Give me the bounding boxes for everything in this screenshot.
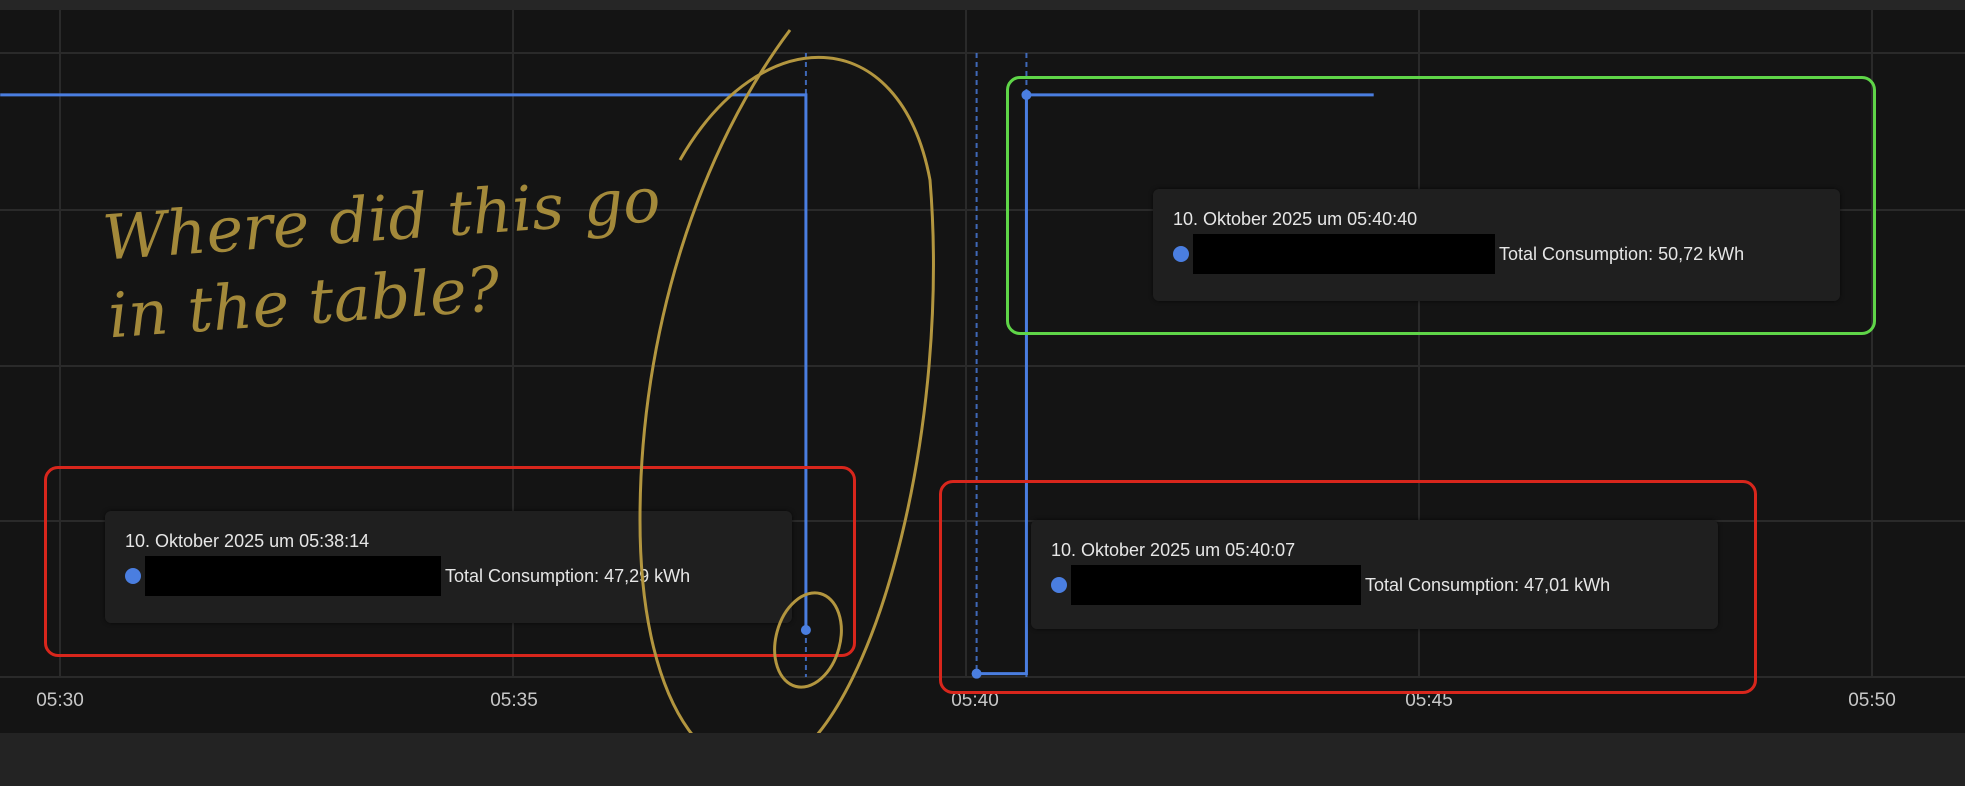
x-tick-label: 05:45 xyxy=(1405,690,1453,711)
top-bar xyxy=(0,0,1965,10)
tooltip-timestamp: 10. Oktober 2025 um 05:40:07 xyxy=(1051,540,1296,560)
tooltip-timestamp: 10. Oktober 2025 um 05:40:40 xyxy=(1173,209,1418,229)
redacted-series-name xyxy=(1071,565,1361,605)
x-tick-label: 05:50 xyxy=(1848,690,1896,711)
series-dot-icon xyxy=(125,568,141,584)
data-point xyxy=(971,668,982,679)
tooltip-value: Total Consumption: 47,01 kWh xyxy=(1365,574,1611,595)
red-highlight-box xyxy=(44,466,856,657)
chart-tooltip: 10. Oktober 2025 um 05:40:07 Total Consu… xyxy=(1031,520,1718,629)
data-point xyxy=(1021,89,1032,100)
x-tick-label: 05:40 xyxy=(951,690,999,711)
tooltip-timestamp: 10. Oktober 2025 um 05:38:14 xyxy=(125,531,370,551)
redacted-series-name xyxy=(145,556,441,596)
tooltip-value: Total Consumption: 50,72 kWh xyxy=(1499,243,1745,264)
x-tick-label: 05:30 xyxy=(36,690,84,711)
tooltip-value: Total Consumption: 47,29 kWh xyxy=(445,565,691,586)
redacted-series-name xyxy=(1193,234,1495,274)
green-highlight-box xyxy=(1006,76,1876,335)
x-tick-label: 05:35 xyxy=(490,690,538,711)
series-dot-icon xyxy=(1051,577,1067,593)
series-dot-icon xyxy=(1173,246,1189,262)
chart-tooltip: 10. Oktober 2025 um 05:40:40 Total Consu… xyxy=(1153,189,1840,301)
series-line xyxy=(976,93,1374,676)
bottom-bar xyxy=(0,733,1965,786)
red-highlight-box xyxy=(939,480,1757,694)
